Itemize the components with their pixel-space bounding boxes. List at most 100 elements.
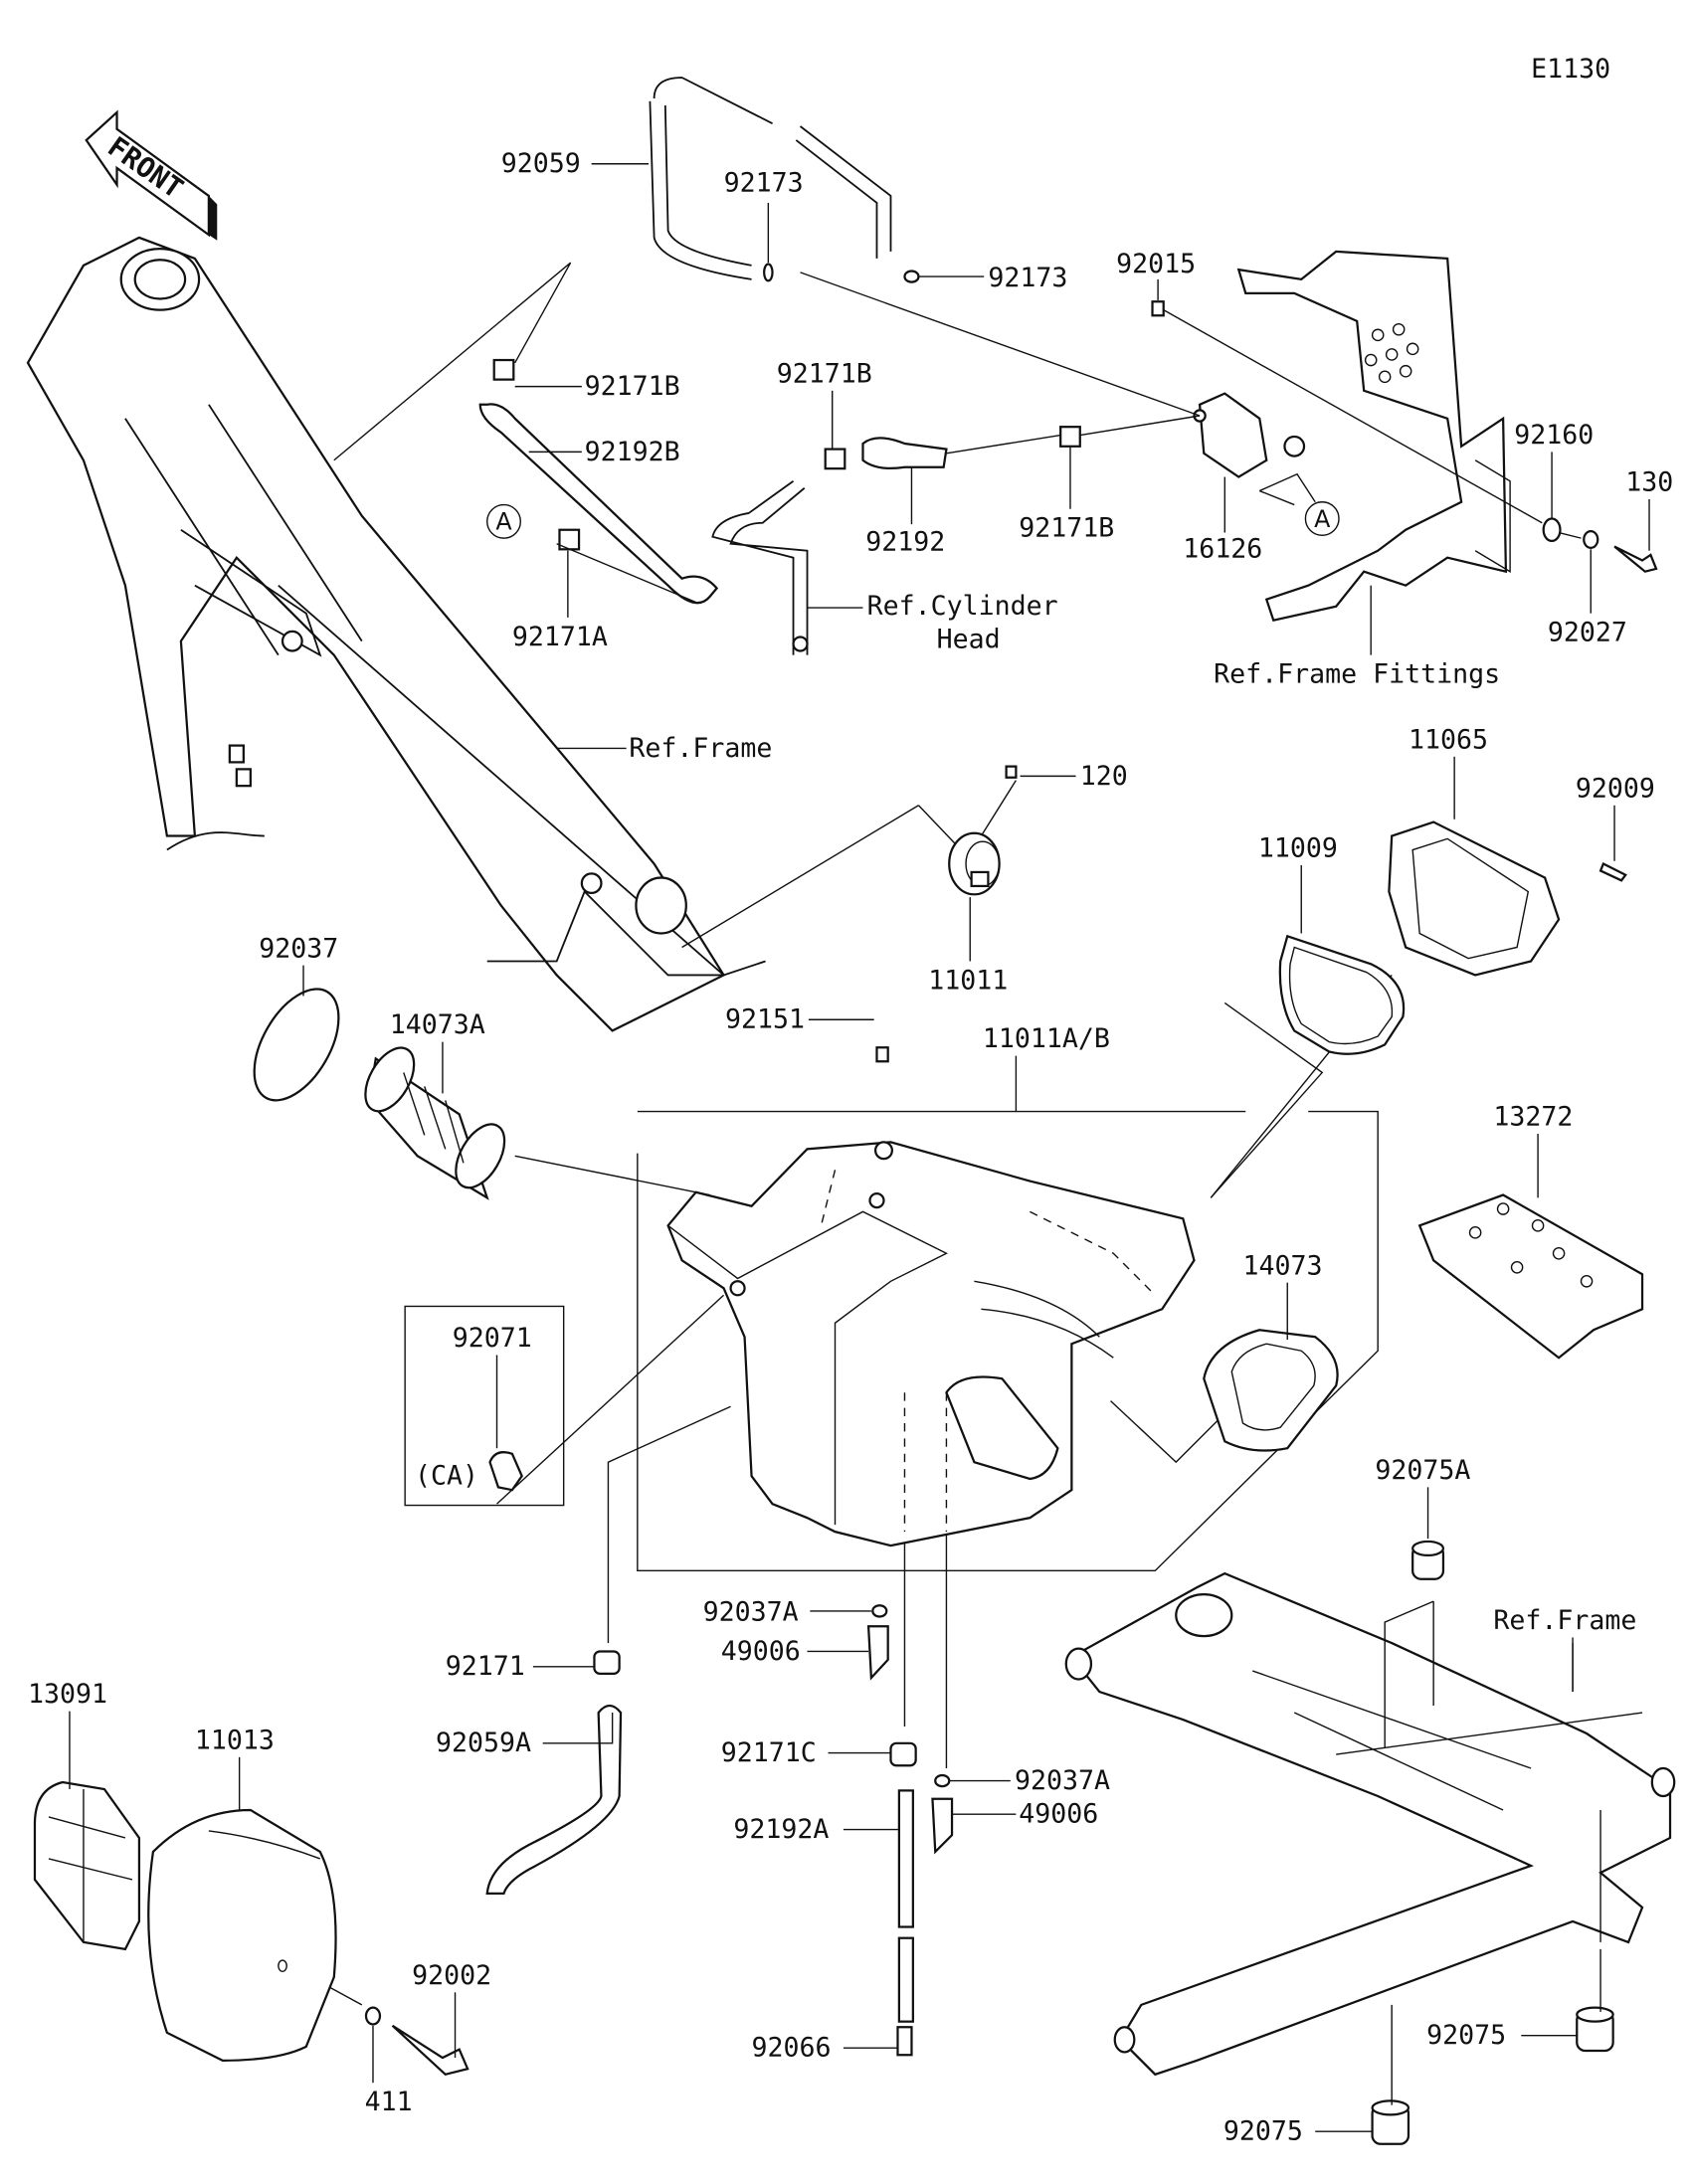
fitting-92071 bbox=[488, 1451, 523, 1492]
callout-92171C: 92171C bbox=[721, 1737, 891, 1768]
washer-92027 bbox=[1583, 530, 1599, 550]
ref-cylinder-head-line1: Ref.Cylinder bbox=[867, 591, 1058, 622]
callout-49006: 49006 bbox=[952, 1799, 1098, 1830]
callout-92075: 92075 bbox=[1223, 2116, 1373, 2147]
part-number-label: 92192 bbox=[865, 527, 945, 558]
part-number-label: 92160 bbox=[1514, 420, 1594, 451]
part-number-label: 11011 bbox=[928, 965, 1008, 996]
grommet-92160 bbox=[1542, 517, 1562, 543]
callout-120: 120 bbox=[1020, 761, 1128, 792]
clamp-92171C bbox=[889, 1741, 917, 1767]
air-box-11011AB bbox=[666, 1141, 1196, 1547]
part-number-label: 49006 bbox=[721, 1636, 801, 1667]
part-number-label: 16126 bbox=[1183, 534, 1262, 565]
part-number-label: 92173 bbox=[724, 168, 804, 199]
part-number-label: 13272 bbox=[1493, 1102, 1573, 1133]
callout-92059: 92059 bbox=[501, 148, 650, 179]
leader-line bbox=[542, 1713, 614, 1744]
joint-49006-a bbox=[866, 1625, 889, 1681]
washer-411 bbox=[364, 2006, 382, 2026]
variant-note-ca: (CA) bbox=[415, 1461, 478, 1492]
callout-92173: 92173 bbox=[918, 263, 1067, 293]
callout-92066: 92066 bbox=[752, 2033, 898, 2064]
collar-92075-a bbox=[1576, 2006, 1614, 2053]
svg-text:A: A bbox=[1314, 505, 1331, 533]
part-number-label: 92037 bbox=[259, 933, 338, 964]
part-number-label: 130 bbox=[1625, 467, 1673, 498]
callout-92015: 92015 bbox=[1116, 249, 1196, 300]
bracket-holes bbox=[1364, 322, 1419, 384]
holder-13091 bbox=[33, 1780, 141, 1951]
callout-11013: 11013 bbox=[195, 1725, 275, 1810]
part-number-label: 92192A bbox=[733, 1814, 829, 1845]
part-number-label: 92015 bbox=[1116, 249, 1196, 279]
callout-16126: 16126 bbox=[1183, 476, 1262, 565]
nut-92015 bbox=[1151, 300, 1165, 317]
callout-92171B: 92171B bbox=[1019, 446, 1114, 544]
callout-92173: 92173 bbox=[724, 168, 804, 264]
tube-92192A-lower bbox=[897, 1936, 914, 2023]
part-number-label: 14073A bbox=[390, 1009, 485, 1040]
callout-11011: 11011 bbox=[928, 897, 1008, 996]
part-number-label: 92066 bbox=[752, 2033, 832, 2064]
callout-11065: 11065 bbox=[1409, 724, 1488, 819]
callout-92037: 92037 bbox=[259, 933, 338, 997]
part-number-label: 92171B bbox=[585, 371, 680, 402]
callout-92171: 92171 bbox=[446, 1651, 595, 1682]
callout-14073: 14073 bbox=[1242, 1250, 1322, 1341]
callout-92192A: 92192A bbox=[733, 1814, 899, 1845]
part-number-label: 92009 bbox=[1576, 773, 1655, 804]
svg-text:A: A bbox=[495, 508, 512, 536]
callout-13272: 13272 bbox=[1493, 1102, 1573, 1198]
callout-92075: 92075 bbox=[1426, 2020, 1578, 2051]
part-number-label: 92151 bbox=[725, 1004, 805, 1035]
clip-92037A-a bbox=[871, 1604, 888, 1618]
callout-92027: 92027 bbox=[1548, 549, 1627, 648]
callout-92171B: 92171B bbox=[514, 371, 680, 402]
plug-92066 bbox=[896, 2026, 913, 2057]
ref-cylinder-head-line2: Head bbox=[937, 625, 1001, 655]
callout-92037A: 92037A bbox=[703, 1597, 871, 1628]
callout-92037A: 92037A bbox=[949, 1765, 1110, 1796]
callout-11009: 11009 bbox=[1258, 833, 1338, 934]
rear-frame-drawing bbox=[1064, 1571, 1676, 2077]
part-number-label: 11011A/B bbox=[983, 1023, 1110, 1054]
clamp-92171 bbox=[593, 1650, 621, 1675]
part-number-label: 92059A bbox=[436, 1728, 531, 1758]
part-number-label: 92075 bbox=[1223, 2116, 1303, 2147]
part-number-label: 92059 bbox=[501, 148, 581, 179]
plate-holes bbox=[1468, 1202, 1594, 1288]
cover-11013 bbox=[147, 1808, 337, 2062]
callout-11011A-B: 11011A/B bbox=[983, 1023, 1110, 1112]
clamp-92171B-b bbox=[824, 448, 846, 470]
hose-92059A bbox=[485, 1704, 623, 1896]
callout-92151: 92151 bbox=[725, 1004, 874, 1035]
collar-92075-b bbox=[1371, 2099, 1410, 2145]
callout-13091: 13091 bbox=[28, 1679, 107, 1789]
clamp-92037 bbox=[253, 988, 340, 1102]
hose-92059 bbox=[649, 77, 892, 280]
part-number-label: 120 bbox=[1080, 761, 1128, 792]
bolt-130 bbox=[1613, 545, 1658, 573]
callout-92192: 92192 bbox=[865, 466, 945, 558]
hose-92192 bbox=[861, 437, 948, 470]
gasket-11009 bbox=[1278, 934, 1406, 1055]
screw-92009 bbox=[1598, 861, 1627, 882]
part-number-label: 92171B bbox=[777, 358, 872, 389]
clip-92037A-b bbox=[934, 1773, 951, 1788]
boot-14073A bbox=[364, 1046, 506, 1200]
clamp-92171B-a bbox=[492, 358, 515, 381]
part-number-label: 92171B bbox=[1019, 513, 1114, 544]
valve-16126 bbox=[1198, 392, 1268, 478]
clamp-92171B-c bbox=[1059, 426, 1081, 448]
part-number-label: 14073 bbox=[1242, 1250, 1322, 1281]
callout-49006: 49006 bbox=[721, 1636, 869, 1667]
diagram-code: E1130 bbox=[1531, 54, 1610, 85]
callout-92192B: 92192B bbox=[528, 437, 680, 467]
plate-13272 bbox=[1417, 1193, 1644, 1360]
ca-box bbox=[404, 1305, 565, 1507]
hose-92192B bbox=[478, 403, 719, 605]
part-number-label: 92037A bbox=[1015, 1765, 1110, 1796]
part-number-label: 92171C bbox=[721, 1737, 817, 1768]
